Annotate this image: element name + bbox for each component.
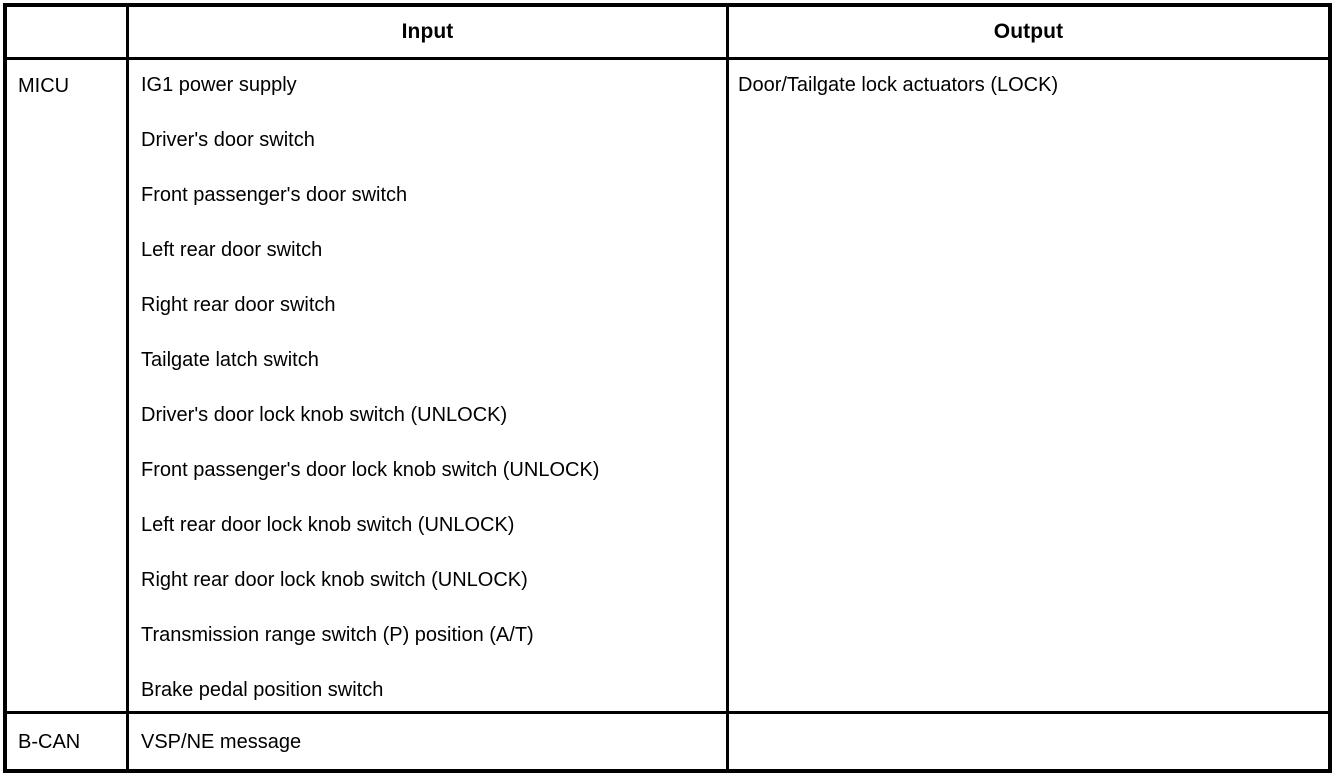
column-header-module <box>7 7 129 57</box>
list-item: Left rear door switch <box>141 239 323 261</box>
list-item: Right rear door switch <box>141 294 336 316</box>
row-output-cell <box>729 714 1328 769</box>
table-row: MICU IG1 power supply Driver's door swit… <box>7 60 1328 711</box>
input-signal-list: IG1 power supply Driver's door switch Fr… <box>141 73 726 702</box>
list-item: Right rear door lock knob switch (UNLOCK… <box>141 569 528 591</box>
table-body: MICU IG1 power supply Driver's door swit… <box>7 60 1328 769</box>
input-output-spec-table: Input Output MICU IG1 power supply Drive… <box>3 3 1332 773</box>
row-output-cell: Door/Tailgate lock actuators (LOCK) <box>729 60 1328 711</box>
list-item: Tailgate latch switch <box>141 349 319 371</box>
list-item: Left rear door lock knob switch (UNLOCK) <box>141 514 515 536</box>
row-input-cell: VSP/NE message <box>129 714 729 769</box>
row-module-cell: B-CAN <box>7 714 129 769</box>
list-item: Driver's door lock knob switch (UNLOCK) <box>141 404 508 426</box>
list-item: Transmission range switch (P) position (… <box>141 624 534 646</box>
table-row: B-CAN VSP/NE message <box>7 711 1328 769</box>
output-signal-item: Door/Tailgate lock actuators (LOCK) <box>738 74 1059 96</box>
list-item: IG1 power supply <box>141 74 297 96</box>
row-input-cell: IG1 power supply Driver's door switch Fr… <box>129 60 729 711</box>
list-item: VSP/NE message <box>141 730 302 753</box>
column-header-output: Output <box>993 20 1064 43</box>
list-item: Brake pedal position switch <box>141 679 384 701</box>
table-header-row: Input Output <box>7 7 1328 60</box>
list-item: Front passenger's door lock knob switch … <box>141 459 600 481</box>
row-module-cell: MICU <box>7 60 129 711</box>
module-label: B-CAN <box>18 730 81 753</box>
column-header-input: Input <box>129 7 729 57</box>
module-label: MICU <box>18 75 70 97</box>
list-item: Front passenger's door switch <box>141 184 408 206</box>
list-item: Driver's door switch <box>141 129 315 151</box>
